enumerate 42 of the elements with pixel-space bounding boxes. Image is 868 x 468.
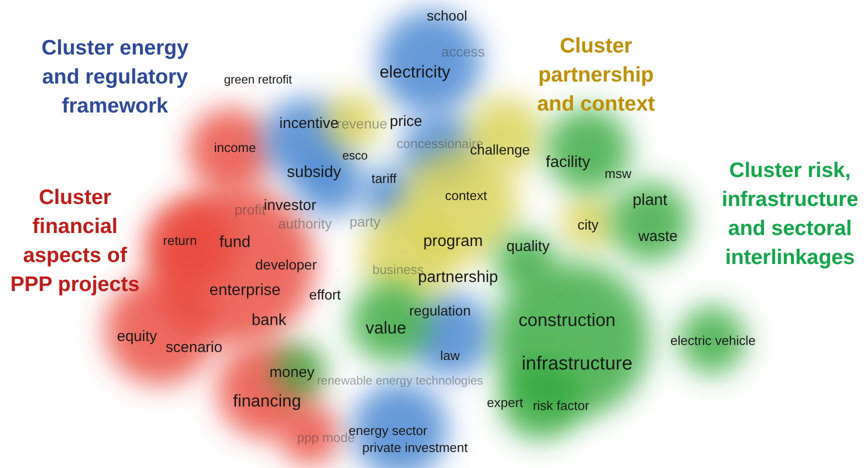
keyword-label: esco	[342, 149, 368, 163]
keyword-label: return	[163, 234, 197, 248]
keyword-label: money	[269, 364, 315, 382]
keyword-label: subsidy	[286, 164, 342, 182]
keyword-label: income	[214, 140, 256, 156]
keyword-label: law	[440, 348, 460, 364]
keyword-label: equity	[116, 328, 158, 346]
keyword-label: program	[423, 233, 483, 251]
keyword-label: tariff	[371, 172, 397, 186]
keyword-label: facility	[546, 154, 590, 172]
keyword-label: enterprise	[209, 282, 281, 300]
keyword-label: electric vehicle	[670, 334, 756, 348]
cluster-title: Cluster energy and regulatory framework	[40, 36, 190, 120]
keyword-label: risk factor	[532, 398, 590, 414]
cluster-title: Cluster partnership and context	[536, 34, 656, 118]
keyword-label: price	[390, 114, 422, 130]
keyword-label: construction	[518, 311, 616, 331]
keyword-label: infrastructure	[522, 354, 632, 376]
keyword-label: profit	[234, 202, 266, 218]
keyword-label: waste	[638, 228, 678, 246]
keyword-label: developer	[255, 257, 317, 273]
keyword-label: bank	[252, 312, 286, 330]
keyword-label: msw	[604, 166, 632, 182]
cluster-title: Cluster financial aspects of PPP projects	[9, 185, 141, 298]
keyword-label: green retrofit	[224, 73, 292, 87]
keyword-label: regulation	[409, 303, 471, 319]
keyword-label: effort	[309, 287, 341, 303]
keyword-label: value	[366, 320, 406, 338]
keyword-label: electricity	[380, 64, 450, 82]
keyword-label: quality	[506, 238, 550, 256]
keyword-label: incentive	[279, 116, 339, 132]
keyword-label: plant	[632, 192, 668, 210]
keyword-label: context	[445, 188, 487, 204]
keyword-label: fund	[219, 234, 251, 252]
keyword-label: financing	[232, 392, 302, 412]
keyword-label: city	[578, 217, 598, 233]
keyword-label: expert	[486, 396, 524, 410]
keyword-label: private investment	[362, 440, 468, 456]
keyword-label: scenario	[166, 340, 222, 356]
keyword-label: school	[426, 8, 468, 24]
cluster-title: Cluster risk, infrastructure and sectoral interlinkages	[720, 158, 860, 271]
keyword-label: party	[349, 214, 381, 230]
